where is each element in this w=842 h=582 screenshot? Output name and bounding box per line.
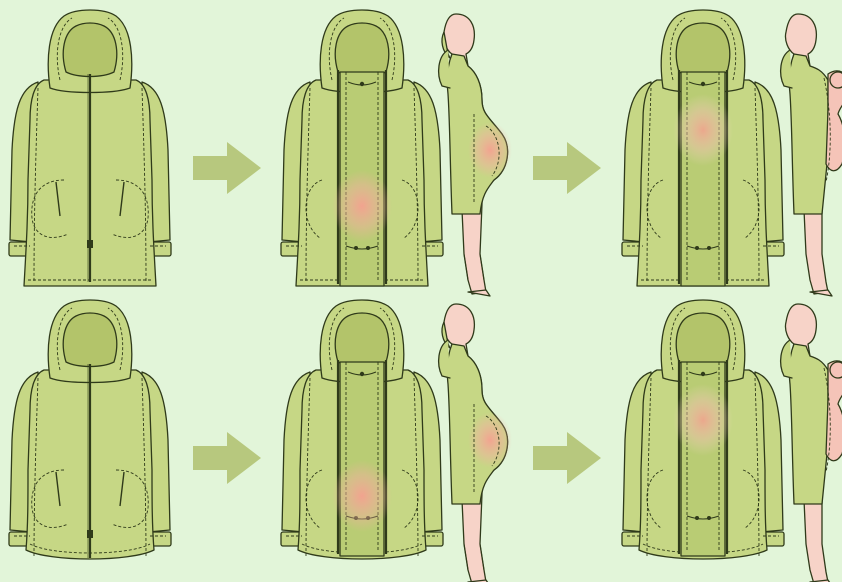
belly-glow <box>332 170 392 242</box>
zipper-pull <box>87 530 93 538</box>
right-arrow-icon <box>193 142 261 194</box>
cord-toggle <box>707 516 711 520</box>
stage-pregnancy-insert <box>281 10 512 296</box>
side-hood-back <box>439 50 450 88</box>
cord-toggle <box>695 516 699 520</box>
jacket <box>622 300 784 559</box>
right-arrow-icon <box>533 432 601 484</box>
jacket <box>9 10 171 286</box>
belly-glow <box>673 384 733 456</box>
cord-toggle <box>701 372 705 376</box>
row-long-parka <box>9 10 842 296</box>
side-jacket <box>789 54 828 214</box>
side-hood-back <box>439 340 450 378</box>
belly-glow <box>332 460 392 532</box>
hood-opening <box>676 23 730 77</box>
baby-head <box>830 362 842 378</box>
belly-glow <box>468 412 512 468</box>
arrow-jacket-to-pregnancy-insert <box>193 142 261 194</box>
stage-babywearing-insert <box>622 10 842 296</box>
hood-opening <box>335 313 389 367</box>
stage-jacket <box>9 10 171 286</box>
jacket <box>281 10 443 286</box>
belly-glow <box>468 122 512 178</box>
right-arrow-icon <box>193 432 261 484</box>
hood-opening <box>335 23 389 77</box>
zipper-pull <box>87 240 93 248</box>
cord-toggle <box>695 246 699 250</box>
belly-glow <box>673 94 733 166</box>
hood-opening <box>676 313 730 367</box>
hood-opening <box>63 23 117 77</box>
arrow-jacket-to-pregnancy-insert <box>193 432 261 484</box>
arrow-pregnancy-insert-to-babywearing-insert <box>533 432 601 484</box>
stage-jacket <box>9 300 171 559</box>
cord-toggle <box>366 246 370 250</box>
pregnant-figure <box>439 14 512 296</box>
arrow-pregnancy-insert-to-babywearing-insert <box>533 142 601 194</box>
cord-toggle <box>701 82 705 86</box>
side-jacket <box>789 344 828 504</box>
row-short-jacket <box>9 300 842 582</box>
stage-pregnancy-insert <box>281 300 512 582</box>
cord-toggle <box>360 82 364 86</box>
side-hood-back <box>781 340 792 378</box>
jacket <box>9 300 171 559</box>
jacket <box>622 10 784 286</box>
baby-head <box>830 72 842 88</box>
cord-toggle <box>354 246 358 250</box>
stage-babywearing-insert <box>622 300 842 582</box>
babywearing-figure <box>781 14 842 296</box>
jacket <box>281 300 443 559</box>
cord-toggle <box>707 246 711 250</box>
hood-opening <box>63 313 117 367</box>
cord-toggle <box>360 372 364 376</box>
pregnant-figure <box>439 304 512 582</box>
right-arrow-icon <box>533 142 601 194</box>
babywearing-figure <box>781 304 842 582</box>
side-hood-back <box>781 50 792 88</box>
